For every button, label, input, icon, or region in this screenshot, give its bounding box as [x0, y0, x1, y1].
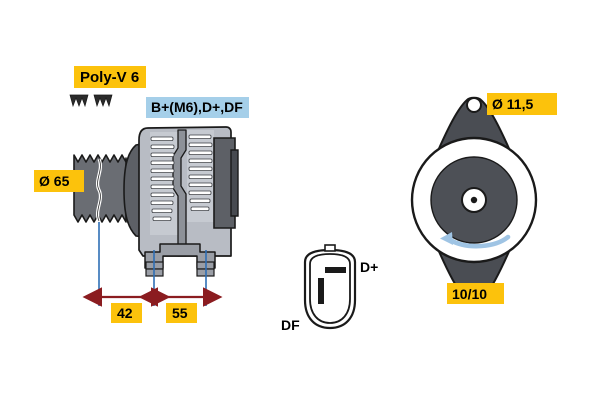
- rotation-arrow-icon: [440, 232, 511, 249]
- terminal-label-df: DF: [281, 317, 300, 333]
- label-bolt-diameter: Ø 11,5: [487, 93, 557, 115]
- label-bolt-diameter-text: Ø 11,5: [492, 96, 533, 112]
- cooling-vents-right: [188, 134, 213, 211]
- terminal-blade-df: [318, 278, 324, 304]
- side-view-group: [69, 94, 239, 307]
- label-dim-42-box: [111, 303, 142, 323]
- cooling-vents-left: [150, 136, 175, 221]
- label-pulley-diameter-box: [34, 170, 84, 192]
- label-bolt-diameter-box: [487, 93, 557, 115]
- label-dim-55: 55: [166, 303, 197, 323]
- label-lug-size-text: 10/10: [452, 286, 487, 302]
- connector-inner-shell: [309, 253, 351, 324]
- label-dim-42-text: 42: [117, 305, 133, 321]
- connector-locating-tab: [324, 244, 336, 252]
- front-view-group: [410, 96, 538, 304]
- terminal-label-dplus: D+: [360, 259, 378, 275]
- label-terminals: B+(M6),D+,DF: [146, 97, 249, 118]
- label-pulley-diameter-text: Ø 65: [39, 173, 70, 189]
- label-terminals-box: [146, 97, 249, 118]
- label-terminals-text: B+(M6),D+,DF: [151, 99, 243, 115]
- label-boxes: Poly-V 6 B+(M6),D+,DF Ø 65 42 55: [34, 66, 557, 323]
- label-poly-v-text: Poly-V 6: [80, 69, 139, 86]
- label-pulley-diameter: Ø 65: [34, 170, 84, 192]
- label-poly-v-box: [74, 66, 146, 88]
- label-lug-size-box: [447, 283, 504, 304]
- label-dim-55-text: 55: [172, 305, 188, 321]
- connector-detail-group: D+ DF: [281, 244, 378, 333]
- shaft-center-point: [470, 196, 478, 204]
- label-dim-55-box: [166, 303, 197, 323]
- terminal-blade-dplus: [325, 267, 346, 273]
- poly-v-rib-icon: [69, 94, 113, 108]
- label-poly-v: Poly-V 6: [74, 66, 146, 88]
- label-lug-size: 10/10: [447, 283, 504, 304]
- main-housing: [138, 126, 239, 257]
- label-dim-42: 42: [111, 303, 142, 323]
- mounting-bolt-hole-top: [466, 97, 482, 113]
